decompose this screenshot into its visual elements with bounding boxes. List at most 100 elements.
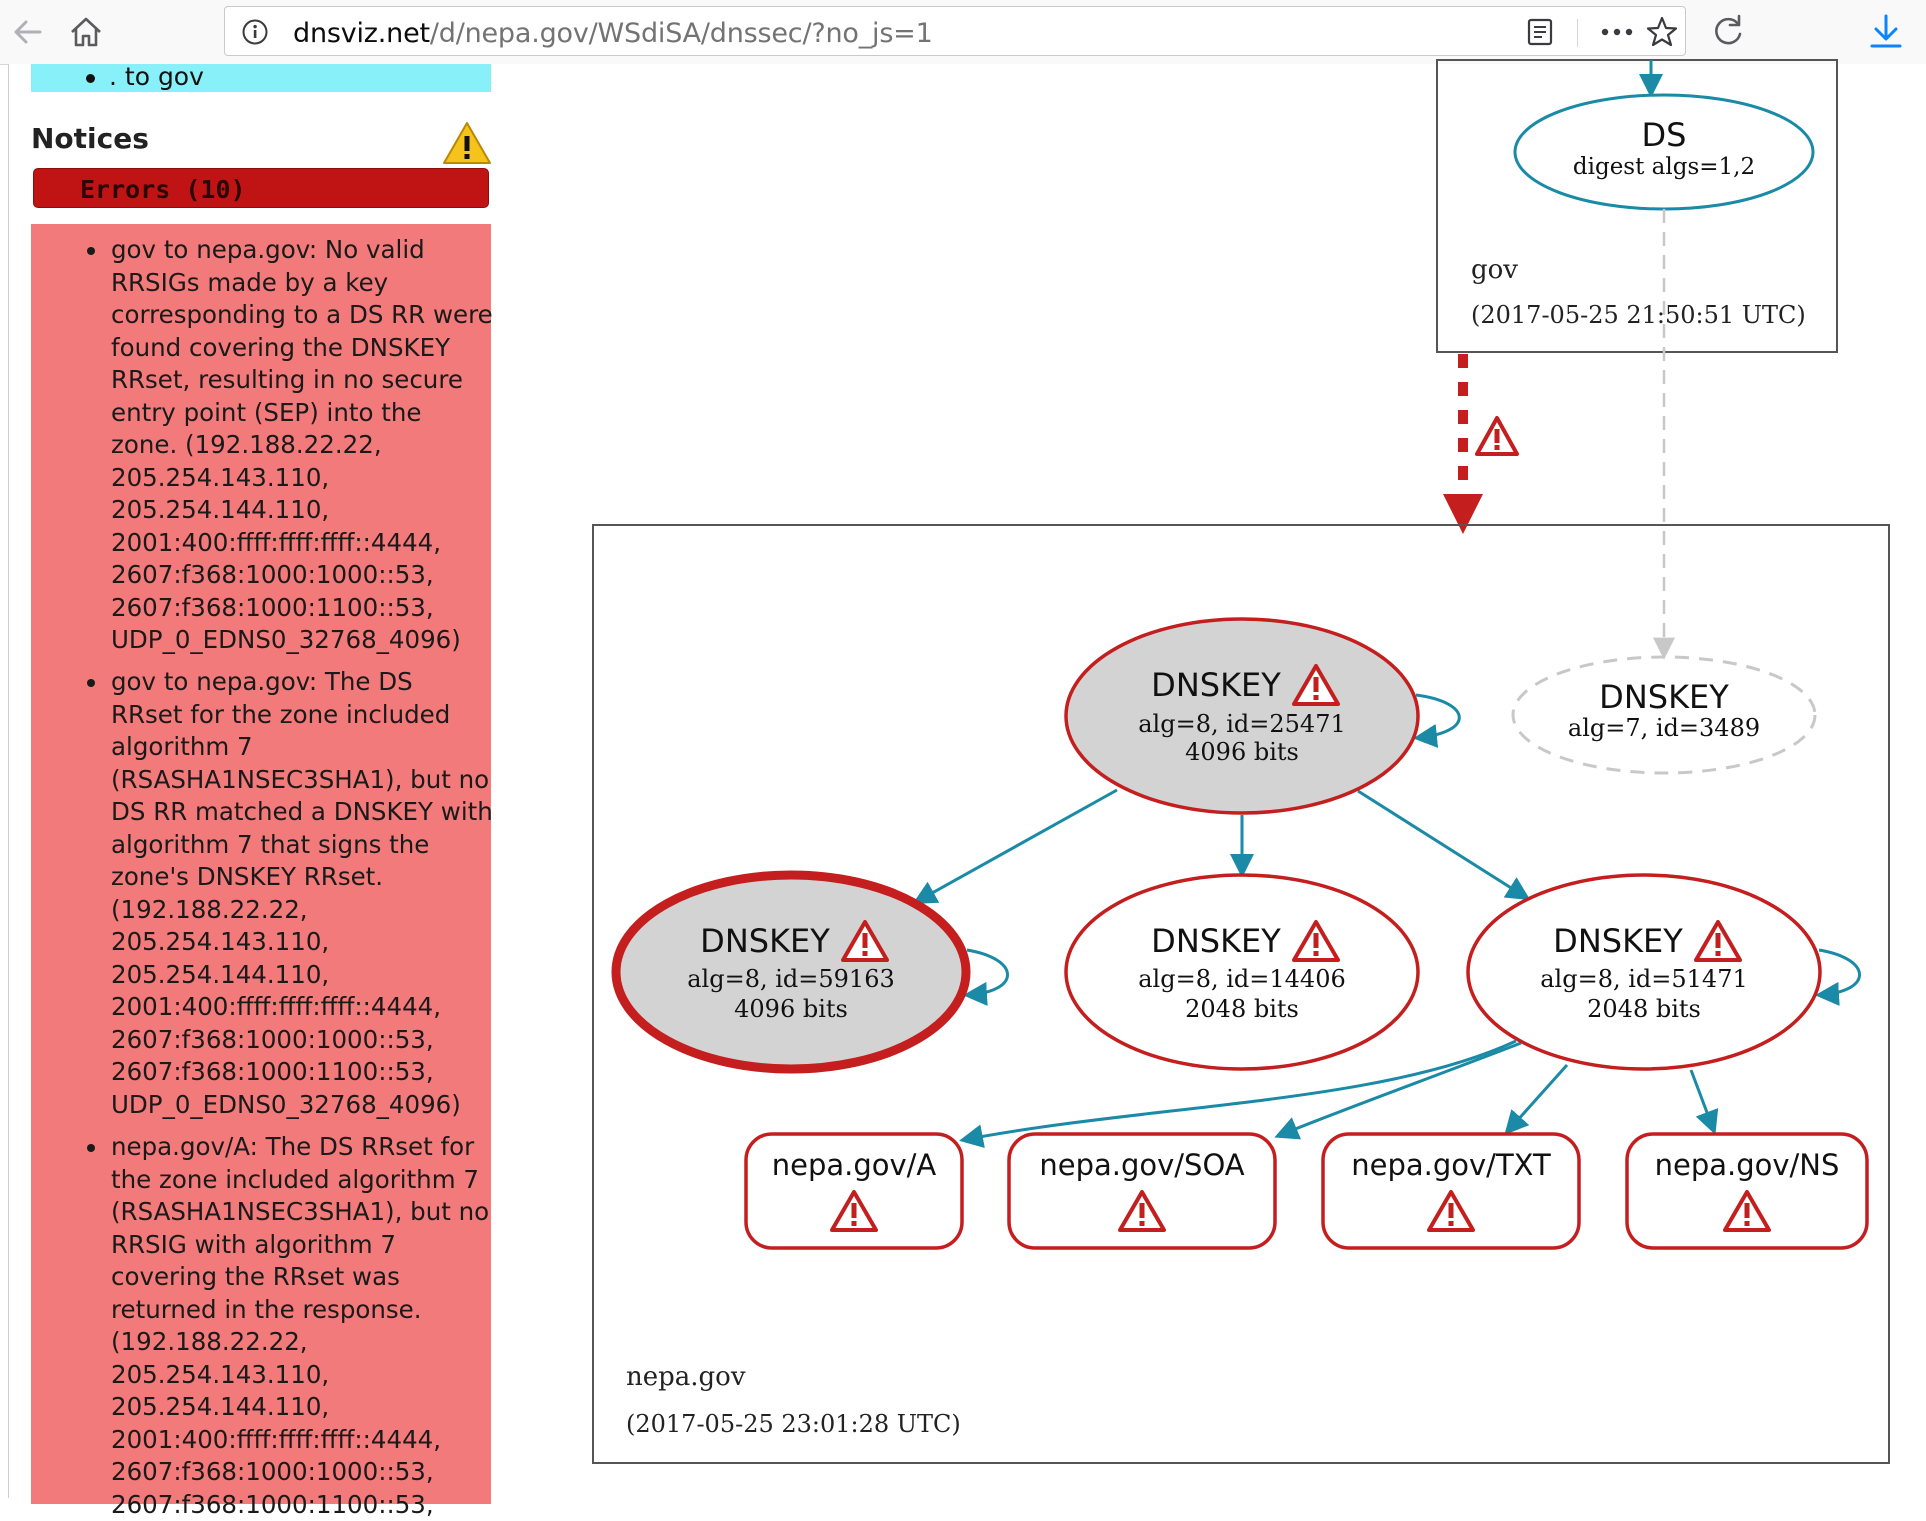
error-line: 2607:f368:1000:1000::53, <box>111 1024 491 1057</box>
dnskey-node-51471[interactable]: DNSKEY alg=8, id=51471 2048 bits <box>1468 875 1820 1069</box>
ds-node-detail: digest algs=1,2 <box>1573 154 1755 180</box>
star-icon[interactable] <box>1645 15 1679 49</box>
error-line: RRSIGs made by a key <box>111 267 491 300</box>
rrset-node-txt[interactable]: nepa.gov/TXT <box>1323 1134 1579 1248</box>
error-line: 2607:f368:1000:1100::53, <box>111 1489 491 1521</box>
dnskey-node-3489[interactable]: DNSKEY alg=7, id=3489 <box>1513 657 1815 773</box>
dnskey-title: DNSKEY <box>1553 922 1683 960</box>
warning-icon <box>1477 418 1517 454</box>
error-line: nepa.gov/A: The DS RRset for <box>111 1131 491 1164</box>
bullet-dot <box>87 679 95 687</box>
browser-toolbar: dnsviz.net/d/nepa.gov/WSdiSA/dnssec/?no_… <box>0 0 1926 65</box>
dnskey-title: DNSKEY <box>700 922 830 960</box>
error-item: gov to nepa.gov: No valid RRSIGs made by… <box>111 234 491 657</box>
error-line: DS RR matched a DNSKEY with <box>111 796 491 829</box>
error-line: RRSIG with algorithm 7 <box>111 1229 491 1262</box>
download-icon[interactable] <box>1864 10 1908 54</box>
dnskey-node-25471[interactable]: DNSKEY alg=8, id=25471 4096 bits <box>1066 619 1418 813</box>
delegation-status-box: . to gov <box>31 64 491 92</box>
dnskey-alg: alg=8, id=59163 <box>687 965 894 993</box>
info-icon[interactable] <box>241 18 269 46</box>
dnskey-bits: 2048 bits <box>1185 995 1299 1023</box>
bullet-dot <box>87 1144 95 1152</box>
gov-zone-timestamp: (2017-05-25 21:50:51 UTC) <box>1471 301 1806 329</box>
urlbar-separator <box>1577 19 1578 47</box>
error-line: zone. (192.188.22.22, <box>111 429 491 462</box>
error-line: covering the RRset was <box>111 1261 491 1294</box>
error-line: RRset, resulting in no secure <box>111 364 491 397</box>
ds-node[interactable]: DS digest algs=1,2 <box>1515 95 1813 209</box>
url-text[interactable]: dnsviz.net/d/nepa.gov/WSdiSA/dnssec/?no_… <box>293 18 933 49</box>
bullet-dot <box>87 247 95 255</box>
url-bar[interactable]: dnsviz.net/d/nepa.gov/WSdiSA/dnssec/?no_… <box>224 6 1686 56</box>
error-line: found covering the DNSKEY <box>111 332 491 365</box>
dnskey-alg: alg=7, id=3489 <box>1568 714 1760 742</box>
error-line: (192.188.22.22, <box>111 894 491 927</box>
error-line: gov to nepa.gov: No valid <box>111 234 491 267</box>
error-item: gov to nepa.gov: The DS RRset for the zo… <box>111 666 491 1121</box>
home-icon[interactable] <box>64 10 108 54</box>
error-line: 205.254.144.110, <box>111 494 491 527</box>
self-loop-59163 <box>967 950 1008 995</box>
notices-title: Notices <box>31 122 149 155</box>
error-line: returned in the response. <box>111 1294 491 1327</box>
bullet-dot <box>86 74 95 83</box>
rrset-node-ns[interactable]: nepa.gov/NS <box>1627 1134 1867 1248</box>
dnssec-graph: DS digest algs=1,2 gov (2017-05-25 21:50… <box>511 64 1926 1498</box>
error-line: 2607:f368:1000:1100::53, <box>111 1056 491 1089</box>
more-dots-icon[interactable] <box>1597 17 1637 47</box>
error-line: 2607:f368:1000:1100::53, <box>111 592 491 625</box>
dnskey-node-59163[interactable]: DNSKEY alg=8, id=59163 4096 bits <box>616 875 966 1069</box>
error-line: 2001:400:ffff:ffff:ffff::4444, <box>111 1424 491 1457</box>
url-host: dnsviz.net <box>293 18 430 49</box>
error-line: 205.254.143.110, <box>111 1359 491 1392</box>
rrset-label: nepa.gov/A <box>772 1148 937 1182</box>
error-line: zone's DNSKEY RRset. <box>111 861 491 894</box>
nepa-zone-timestamp: (2017-05-25 23:01:28 UTC) <box>626 1410 961 1438</box>
rrset-label: nepa.gov/SOA <box>1039 1148 1244 1182</box>
errors-list: gov to nepa.gov: No valid RRSIGs made by… <box>31 224 491 1504</box>
dnskey-title: DNSKEY <box>1151 922 1281 960</box>
error-line: UDP_0_EDNS0_32768_4096) <box>111 624 491 657</box>
error-line: 205.254.143.110, <box>111 926 491 959</box>
dnskey-node-14406[interactable]: DNSKEY alg=8, id=14406 2048 bits <box>1066 875 1418 1069</box>
errors-label: Errors (10) <box>80 175 246 204</box>
dnskey-bits: 2048 bits <box>1587 995 1701 1023</box>
notices-panel: . to gov Notices Errors (10) gov to nepa… <box>8 64 512 1498</box>
rrset-node-soa[interactable]: nepa.gov/SOA <box>1009 1134 1275 1248</box>
error-item: nepa.gov/A: The DS RRset for the zone in… <box>111 1131 491 1521</box>
delegation-error-arrowhead <box>1443 494 1483 534</box>
error-line: 205.254.144.110, <box>111 1391 491 1424</box>
delegation-item-label: . to gov <box>109 62 204 91</box>
error-line: (RSASHA1NSEC3SHA1), but no <box>111 764 491 797</box>
dnskey-alg: alg=8, id=25471 <box>1138 710 1345 738</box>
error-line: 2001:400:ffff:ffff:ffff::4444, <box>111 991 491 1024</box>
nepa-zone-name: nepa.gov <box>626 1362 746 1392</box>
gov-zone-name: gov <box>1471 255 1518 285</box>
rrset-label: nepa.gov/TXT <box>1351 1148 1551 1182</box>
dnskey-alg: alg=8, id=51471 <box>1540 965 1747 993</box>
self-loop-25471 <box>1416 695 1459 738</box>
edge-25471-to-51471 <box>1358 791 1527 898</box>
dnssec-graph-svg: DS digest algs=1,2 gov (2017-05-25 21:50… <box>511 64 1926 1498</box>
error-line: 2607:f368:1000:1000::53, <box>111 1456 491 1489</box>
error-line: entry point (SEP) into the <box>111 397 491 430</box>
errors-toggle[interactable]: Errors (10) <box>33 168 489 208</box>
error-line: 2001:400:ffff:ffff:ffff::4444, <box>111 527 491 560</box>
error-line: algorithm 7 that signs the <box>111 829 491 862</box>
reader-mode-icon[interactable] <box>1525 17 1555 47</box>
delegation-item: . to gov <box>86 62 204 91</box>
rrset-label: nepa.gov/NS <box>1655 1148 1840 1182</box>
back-arrow-icon[interactable] <box>6 10 50 54</box>
error-line: (192.188.22.22, <box>111 1326 491 1359</box>
edge-51471-to-txt <box>1507 1065 1567 1132</box>
ds-node-title: DS <box>1642 116 1687 154</box>
dnskey-title: DNSKEY <box>1151 666 1281 704</box>
error-line: (RSASHA1NSEC3SHA1), but no <box>111 1196 491 1229</box>
edge-25471-to-59163 <box>916 790 1117 902</box>
dnskey-title: DNSKEY <box>1599 678 1729 716</box>
error-line: corresponding to a DS RR were <box>111 299 491 332</box>
self-loop-51471 <box>1819 950 1860 995</box>
reload-icon[interactable] <box>1706 10 1750 54</box>
rrset-node-a[interactable]: nepa.gov/A <box>746 1134 962 1248</box>
